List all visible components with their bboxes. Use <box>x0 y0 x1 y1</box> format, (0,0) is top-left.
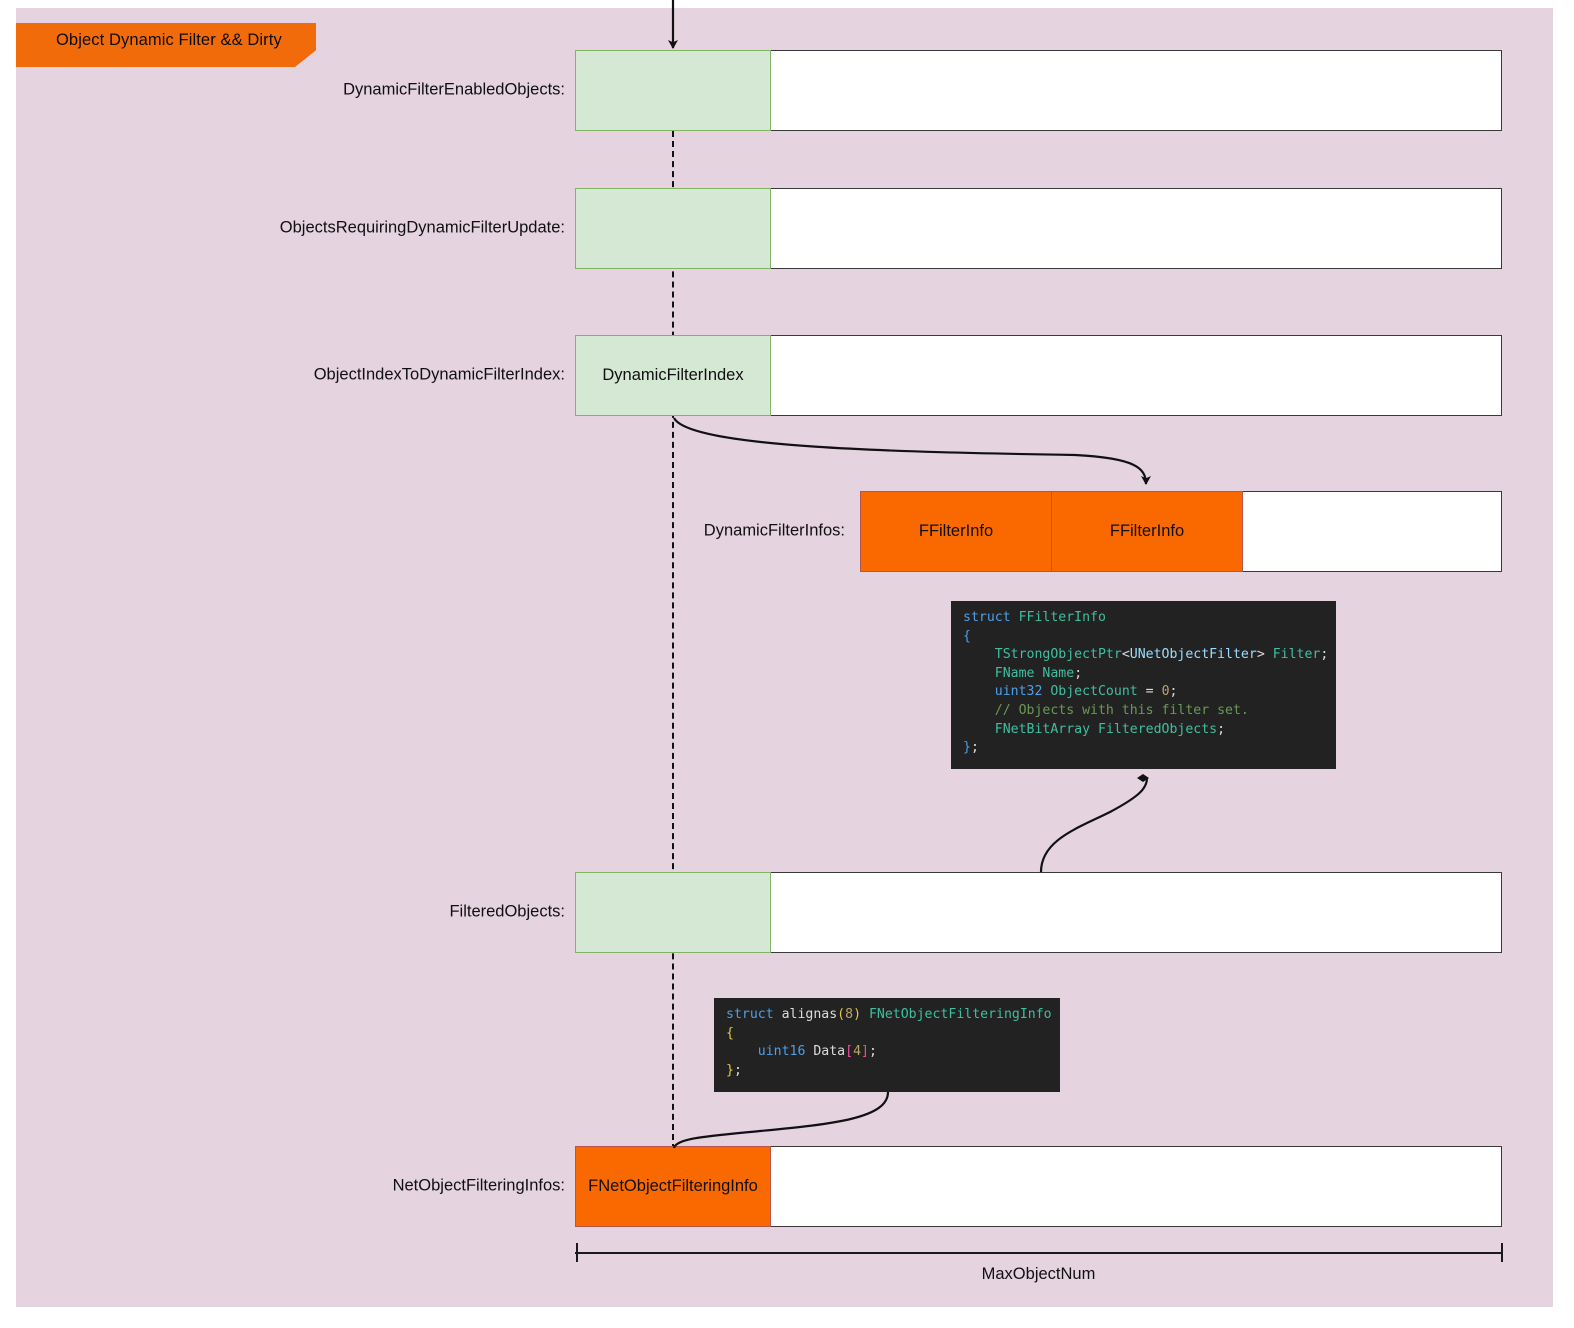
row-label-dynamic-filter-infos: DynamicFilterInfos: <box>703 521 845 540</box>
title-banner <box>16 23 316 67</box>
code-block-ffilterinfo: struct FFilterInfo { TStrongObjectPtr<UN… <box>951 601 1336 769</box>
diagram-title: Object Dynamic Filter && Dirty <box>56 31 282 49</box>
dimension-tick-left <box>576 1243 578 1262</box>
cell-filtered-objects[interactable] <box>575 872 771 953</box>
cell-ffilterinfo-1[interactable]: FFilterInfo <box>1051 491 1243 572</box>
array-remainder-dynamic-filter-infos <box>1242 491 1502 572</box>
row-label-object-index-to-dynamic-filter-index: ObjectIndexToDynamicFilterIndex: <box>313 365 565 384</box>
row-label-dynamic-filter-enabled-objects: DynamicFilterEnabledObjects: <box>343 80 565 99</box>
cell-ffilterinfo-0[interactable]: FFilterInfo <box>860 491 1052 572</box>
dimension-tick-right <box>1501 1243 1503 1262</box>
code-block-fnetobjectfilteringinfo: struct alignas(8) FNetObjectFilteringInf… <box>714 998 1060 1092</box>
cell-dynamic-filter-index[interactable]: DynamicFilterIndex <box>575 335 771 416</box>
row-label-net-object-filtering-infos: NetObjectFilteringInfos: <box>392 1176 565 1195</box>
object-index-lifeline <box>672 131 674 1150</box>
array-remainder-net-object-filtering-infos <box>770 1146 1502 1227</box>
cell-objects-requiring-dynamic-filter-update[interactable] <box>575 188 771 269</box>
array-remainder-object-index-to-dynamic-filter-index <box>770 335 1502 416</box>
row-label-objects-requiring-dynamic-filter-update: ObjectsRequiringDynamicFilterUpdate: <box>279 218 565 237</box>
dimension-label: MaxObjectNum <box>981 1265 1096 1283</box>
max-object-num-dimension-line <box>575 1252 1502 1254</box>
cell-fnetobjectfilteringinfo[interactable]: FNetObjectFilteringInfo <box>575 1146 771 1227</box>
array-remainder-dynamic-filter-enabled-objects <box>770 50 1502 131</box>
cell-dynamic-filter-enabled-objects[interactable] <box>575 50 771 131</box>
array-remainder-objects-requiring-dynamic-filter-update <box>770 188 1502 269</box>
row-label-filtered-objects: FilteredObjects: <box>449 902 565 921</box>
array-remainder-filtered-objects <box>770 872 1502 953</box>
